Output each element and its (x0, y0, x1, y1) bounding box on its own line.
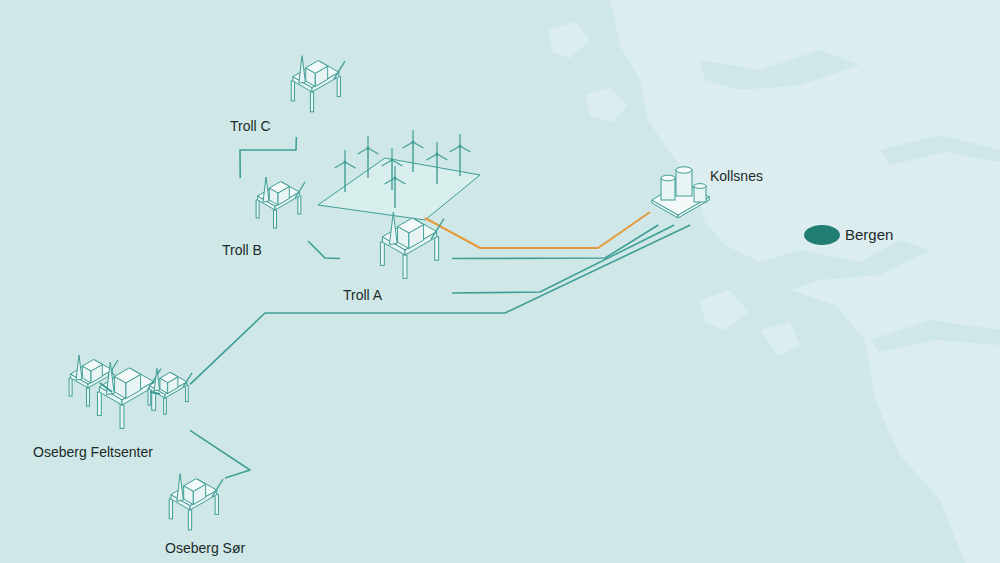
platform-label: Troll C (230, 118, 271, 135)
pipeline (308, 241, 340, 259)
pipeline (240, 137, 296, 178)
platform-label: Oseberg Sør (165, 540, 245, 557)
wind-turbine (382, 148, 403, 190)
wind-turbine (335, 150, 356, 192)
power-cable (425, 212, 650, 248)
platform-icon (148, 368, 192, 414)
wind-turbine (358, 136, 379, 178)
fjord (700, 50, 1000, 352)
platform-node: Troll C (228, 55, 342, 137)
platform-node: Troll B (220, 178, 308, 262)
pipeline (190, 430, 250, 478)
wind-turbine (450, 134, 471, 176)
platform-icon (256, 177, 305, 228)
platform-label: Troll A (343, 287, 382, 304)
pipeline (190, 225, 690, 384)
platform-icon (380, 212, 444, 278)
city-label: Bergen (845, 226, 893, 244)
plant-icon (652, 167, 709, 218)
platform-node: Oseberg Feltsenter (30, 342, 190, 463)
platform-icon (291, 56, 345, 112)
platform-icon (97, 362, 161, 428)
platform-node: Oseberg Sør (152, 478, 278, 559)
platform-icons (69, 56, 709, 530)
wind-turbine (427, 142, 448, 184)
wind-farm (318, 130, 480, 220)
coastline (548, 0, 1000, 563)
pipeline (452, 225, 658, 259)
wind-turbine (403, 130, 424, 172)
city-dot (804, 225, 840, 245)
platform-label: Troll B (222, 242, 262, 259)
platform-label: Kollsnes (710, 168, 763, 185)
farm-area (318, 158, 480, 220)
pipeline (452, 225, 674, 293)
wind-turbine (385, 166, 406, 208)
terminal-node: Kollsnes (645, 160, 778, 225)
platform-icon (169, 474, 223, 530)
platform-label: Oseberg Feltsenter (33, 444, 153, 461)
platform-node: Troll A (340, 213, 452, 306)
